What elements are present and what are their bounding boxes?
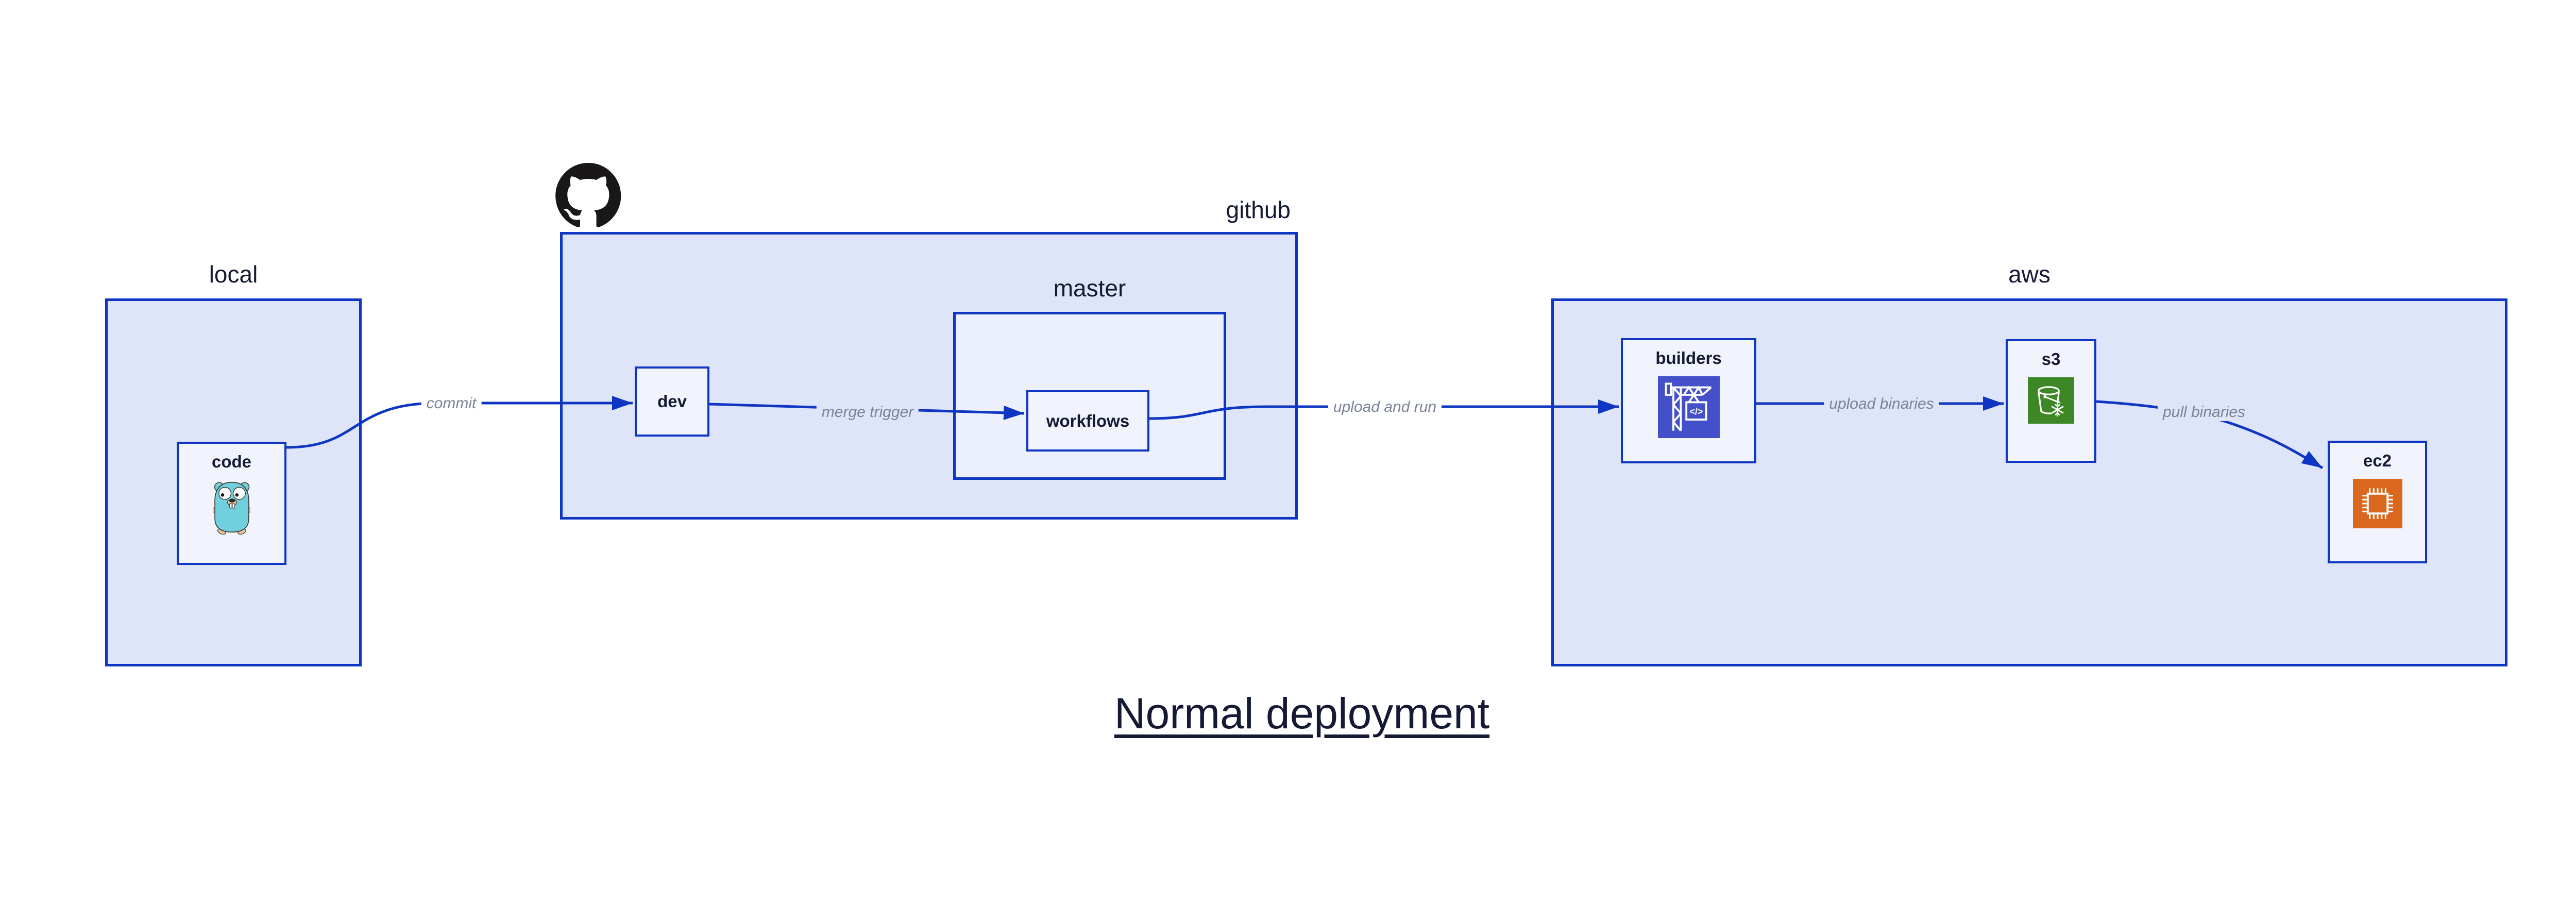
node-dev: dev (635, 366, 709, 437)
container-label-github: github (1226, 196, 1291, 223)
aws-codebuild-icon: </> (1657, 376, 1720, 438)
node-ec2: ec2 (2328, 441, 2427, 563)
node-builders: builders </> (1621, 338, 1756, 463)
aws-s3-bucket-icon (2028, 377, 2074, 424)
github-octocat-icon (555, 163, 621, 227)
node-label-dev: dev (657, 392, 687, 411)
edge-label-pull-binaries: pull binaries (2157, 404, 2251, 421)
edge-label-upload-and-run: upload and run (1328, 398, 1442, 416)
node-label-builders: builders (1655, 348, 1722, 368)
edge-label-upload-binaries: upload binaries (1824, 395, 1939, 413)
node-label-ec2: ec2 (2363, 451, 2392, 470)
go-gopher-icon (213, 481, 250, 534)
container-label-master: master (1053, 275, 1126, 302)
node-label-s3: s3 (2041, 349, 2061, 369)
node-s3: s3 (2006, 339, 2096, 463)
node-workflows: workflows (1026, 390, 1149, 452)
container-label-aws: aws (2008, 261, 2050, 288)
edge-label-commit: commit (421, 395, 482, 412)
node-code: code (177, 442, 286, 565)
container-label-local: local (209, 261, 258, 288)
diagram-title: Normal deployment (1114, 689, 1490, 738)
svg-text:</>: </> (1689, 406, 1703, 416)
node-label-workflows: workflows (1046, 411, 1130, 430)
node-label-code: code (211, 452, 252, 471)
edge-label-merge-trigger: merge trigger (816, 404, 919, 421)
aws-ec2-chip-icon (2352, 479, 2402, 528)
